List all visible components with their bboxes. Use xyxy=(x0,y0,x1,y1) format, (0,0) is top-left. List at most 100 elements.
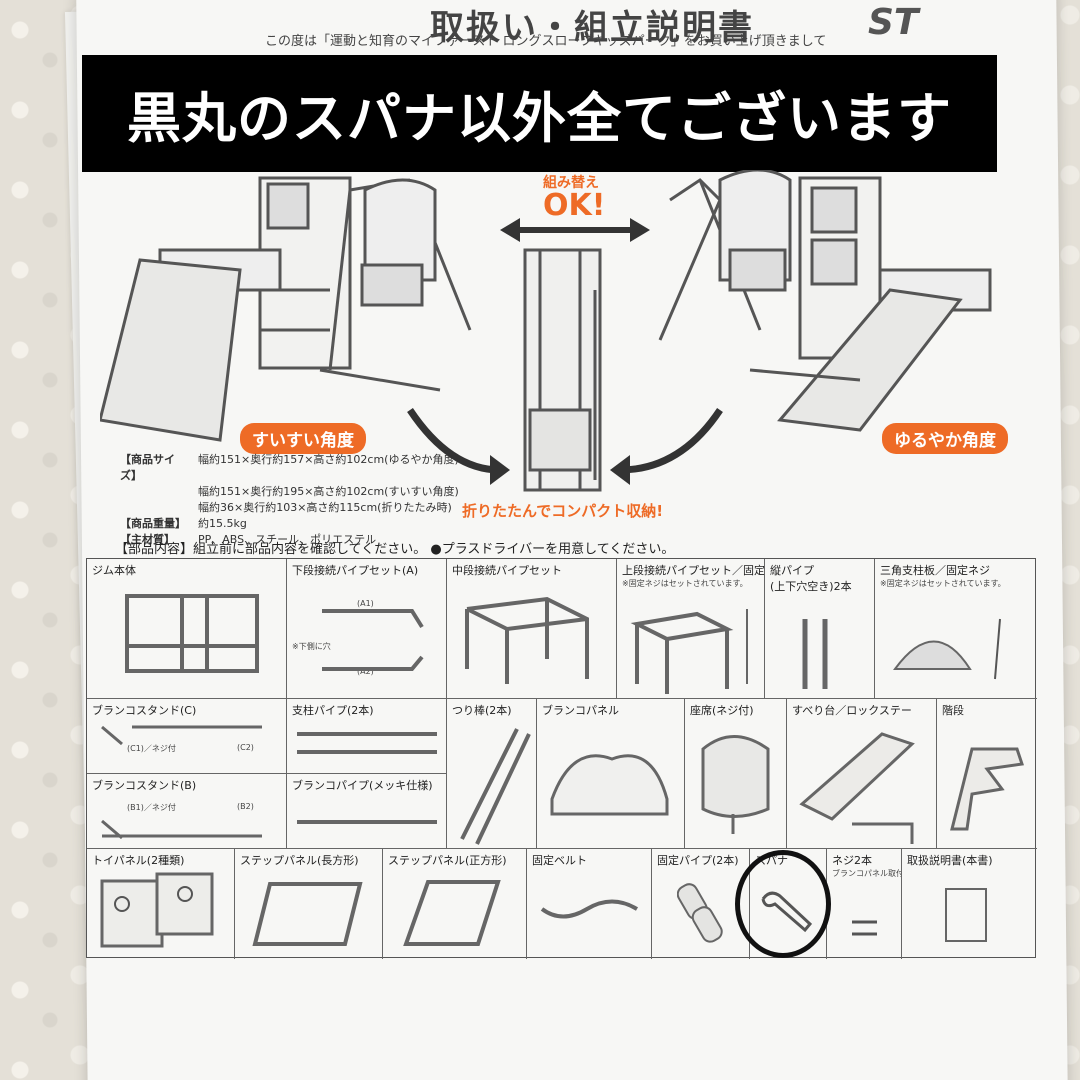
support-pipe-drawing xyxy=(297,732,437,754)
part-sublabel: (上下穴空き)2本 xyxy=(770,580,852,593)
part-label: 固定パイプ(2本) xyxy=(657,854,739,867)
steep-angle-tag: すいすい角度 xyxy=(240,423,366,454)
spec-key: 【主材質】 xyxy=(120,533,175,546)
document-title: 取扱い・組立説明書 xyxy=(430,8,754,48)
part-label: ステップパネル(長方形) xyxy=(240,854,359,867)
playset-drawing xyxy=(98,168,992,492)
part-label: 中段接続パイプセット xyxy=(452,564,562,577)
part-triangle-plate: 三角支柱板／固定ネジ ※固定ネジはセットされています。 xyxy=(875,559,1037,699)
part-fix-pipe: 固定パイプ(2本) xyxy=(652,849,750,959)
spec-row: 【商品サイズ】 幅約151×奥行約157×高さ約102cm(ゆるやか角度) xyxy=(120,452,459,484)
spec-row: 幅約151×奥行約195×高さ約102cm(すいすい角度) xyxy=(120,484,459,500)
swap-ok-label: OK! xyxy=(543,188,606,223)
seat-drawing xyxy=(701,735,770,834)
fix-pipe-drawing xyxy=(677,883,723,943)
part-seat: 座席(ネジ付) xyxy=(685,699,787,849)
part-label: ブランコスタンド(B) xyxy=(92,779,197,792)
part-label: ステップパネル(正方形) xyxy=(388,854,507,867)
part-label: 三角支柱板／固定ネジ xyxy=(880,564,990,577)
part-swing-pipe: ブランコパイプ(メッキ仕様) xyxy=(287,774,447,849)
screws-drawing xyxy=(852,920,877,936)
parts-grid: ジム本体 下段接続パイプセット(A) (A1) ※下側に穴 (A2) 中段接続パ… xyxy=(86,558,1037,959)
swing-pipe-drawing xyxy=(297,820,437,824)
part-label: 上段接続パイプセット／固定ネジ xyxy=(622,564,765,577)
part-label: 縦パイプ xyxy=(770,564,814,577)
product-specs: 【商品サイズ】 幅約151×奥行約157×高さ約102cm(ゆるやか角度) 幅約1… xyxy=(120,452,459,548)
spec-key xyxy=(120,500,190,516)
swap-label: 組み替え xyxy=(543,175,599,191)
part-label: ジム本体 xyxy=(92,564,136,577)
step-panel-rect-drawing xyxy=(252,882,363,946)
swing-stand-b-drawing xyxy=(101,819,262,840)
part-label: ブランコスタンド(C) xyxy=(92,704,197,717)
part-hang-bar: つり棒(2本) xyxy=(447,699,537,849)
part-sublabel: ブランコパネル取付用 xyxy=(832,869,901,878)
part-label: ブランコパネル xyxy=(542,704,619,717)
part-a2-label: (A2) xyxy=(357,667,374,676)
lower-pipe-drawing xyxy=(322,609,424,671)
fix-belt-drawing xyxy=(540,899,639,919)
part-lower-pipe: 下段接続パイプセット(A) (A1) ※下側に穴 (A2) xyxy=(287,559,447,699)
vertical-pipe-drawing xyxy=(802,619,828,689)
part-support-pipe: 支柱パイプ(2本) xyxy=(287,699,447,774)
upper-pipe-drawing xyxy=(630,609,748,694)
part-mid-pipe: 中段接続パイプセット xyxy=(447,559,617,699)
part-label: 下段接続パイプセット(A) xyxy=(292,564,419,577)
part-step-panel-rect: ステップパネル(長方形) xyxy=(235,849,383,959)
spec-key xyxy=(120,484,190,500)
part-label: トイパネル(2種類) xyxy=(92,854,185,867)
steps-drawing xyxy=(950,747,1024,831)
spec-value: 幅約36×奥行約103×高さ約115cm(折りたたみ時) xyxy=(198,501,452,514)
part-note: ※下側に穴 xyxy=(292,642,331,651)
part-note: ※固定ネジはセットされています。 xyxy=(880,579,1006,588)
slide-drawing xyxy=(799,732,915,844)
caption-banner: 黒丸のスパナ以外全てございます xyxy=(82,55,997,172)
part-swing-stand-c: ブランコスタンド(C) (C1)／ネジ付 (C2) xyxy=(87,699,287,774)
part-note: ※固定ネジはセットされています。 xyxy=(622,579,748,588)
part-label: ブランコパイプ(メッキ仕様) xyxy=(292,779,433,792)
swing-panel-drawing xyxy=(550,754,669,816)
part-label: 取扱説明書(本書) xyxy=(907,854,993,867)
triangle-plate-drawing xyxy=(893,618,1001,680)
intro-text: この度は「運動と知育のマイファースト ロングスロープキッズパーク」をお買い上げ頂… xyxy=(265,34,827,49)
spec-key: 【商品サイズ】 xyxy=(120,453,175,482)
part-label: すべり台／ロックステー xyxy=(792,704,912,717)
part-label: 固定ベルト xyxy=(532,854,587,867)
part-label: 座席(ネジ付) xyxy=(690,704,754,717)
part-steps: 階段 xyxy=(937,699,1037,849)
part-swing-panel: ブランコパネル xyxy=(537,699,685,849)
part-c2-label: (C2) xyxy=(237,743,254,752)
part-b1-label: (B1)／ネジ付 xyxy=(127,803,176,812)
brand-logo: ST xyxy=(868,2,919,43)
parts-header: 【部品内容】組立前に部品内容を確認してください。 ●プラスドライバーを用意してく… xyxy=(115,542,675,557)
part-slide: すべり台／ロックステー xyxy=(787,699,937,849)
hang-bar-drawing xyxy=(460,728,531,845)
fold-caption: 折りたたんでコンパクト収納! xyxy=(462,502,664,520)
part-c1-label: (C1)／ネジ付 xyxy=(127,744,176,753)
part-label: つり棒(2本) xyxy=(452,704,512,717)
gentle-angle-tag: ゆるやか角度 xyxy=(882,423,1008,454)
spec-value: 幅約151×奥行約157×高さ約102cm(ゆるやか角度) xyxy=(198,453,459,466)
part-gym-body: ジム本体 xyxy=(87,559,287,699)
mid-pipe-drawing xyxy=(465,596,589,684)
part-upper-pipe: 上段接続パイプセット／固定ネジ ※固定ネジはセットされています。 xyxy=(617,559,765,699)
part-swing-stand-b: ブランコスタンド(B) (B1)／ネジ付 (B2) xyxy=(87,774,287,849)
step-panel-square-drawing xyxy=(403,880,501,946)
spec-row: 【商品重量】約15.5kg xyxy=(120,516,459,532)
part-a1-label: (A1) xyxy=(357,599,374,608)
part-vertical-pipe: 縦パイプ (上下穴空き)2本 xyxy=(765,559,875,699)
part-label: ネジ2本 xyxy=(832,854,872,867)
part-b2-label: (B2) xyxy=(237,802,254,811)
part-screws: ネジ2本 ブランコパネル取付用 xyxy=(827,849,902,959)
manual-drawing xyxy=(945,888,987,942)
swing-stand-c-drawing xyxy=(101,725,262,746)
gym-body-drawing xyxy=(125,594,259,673)
part-label: 支柱パイプ(2本) xyxy=(292,704,374,717)
spec-row: 幅約36×奥行約103×高さ約115cm(折りたたみ時) xyxy=(120,500,459,516)
part-fix-belt: 固定ベルト xyxy=(527,849,652,959)
spec-value: PP、ABS、スチール、ポリエステル xyxy=(198,533,377,546)
spec-row: 【主材質】 PP、ABS、スチール、ポリエステル xyxy=(120,532,459,548)
part-toy-panel: トイパネル(2種類) xyxy=(87,849,235,959)
product-illustration: 組み替え OK! すいすい角度 ゆるやか角度 折りたたんでコンパクト収納! xyxy=(98,168,1020,530)
part-label: 階段 xyxy=(942,704,964,717)
